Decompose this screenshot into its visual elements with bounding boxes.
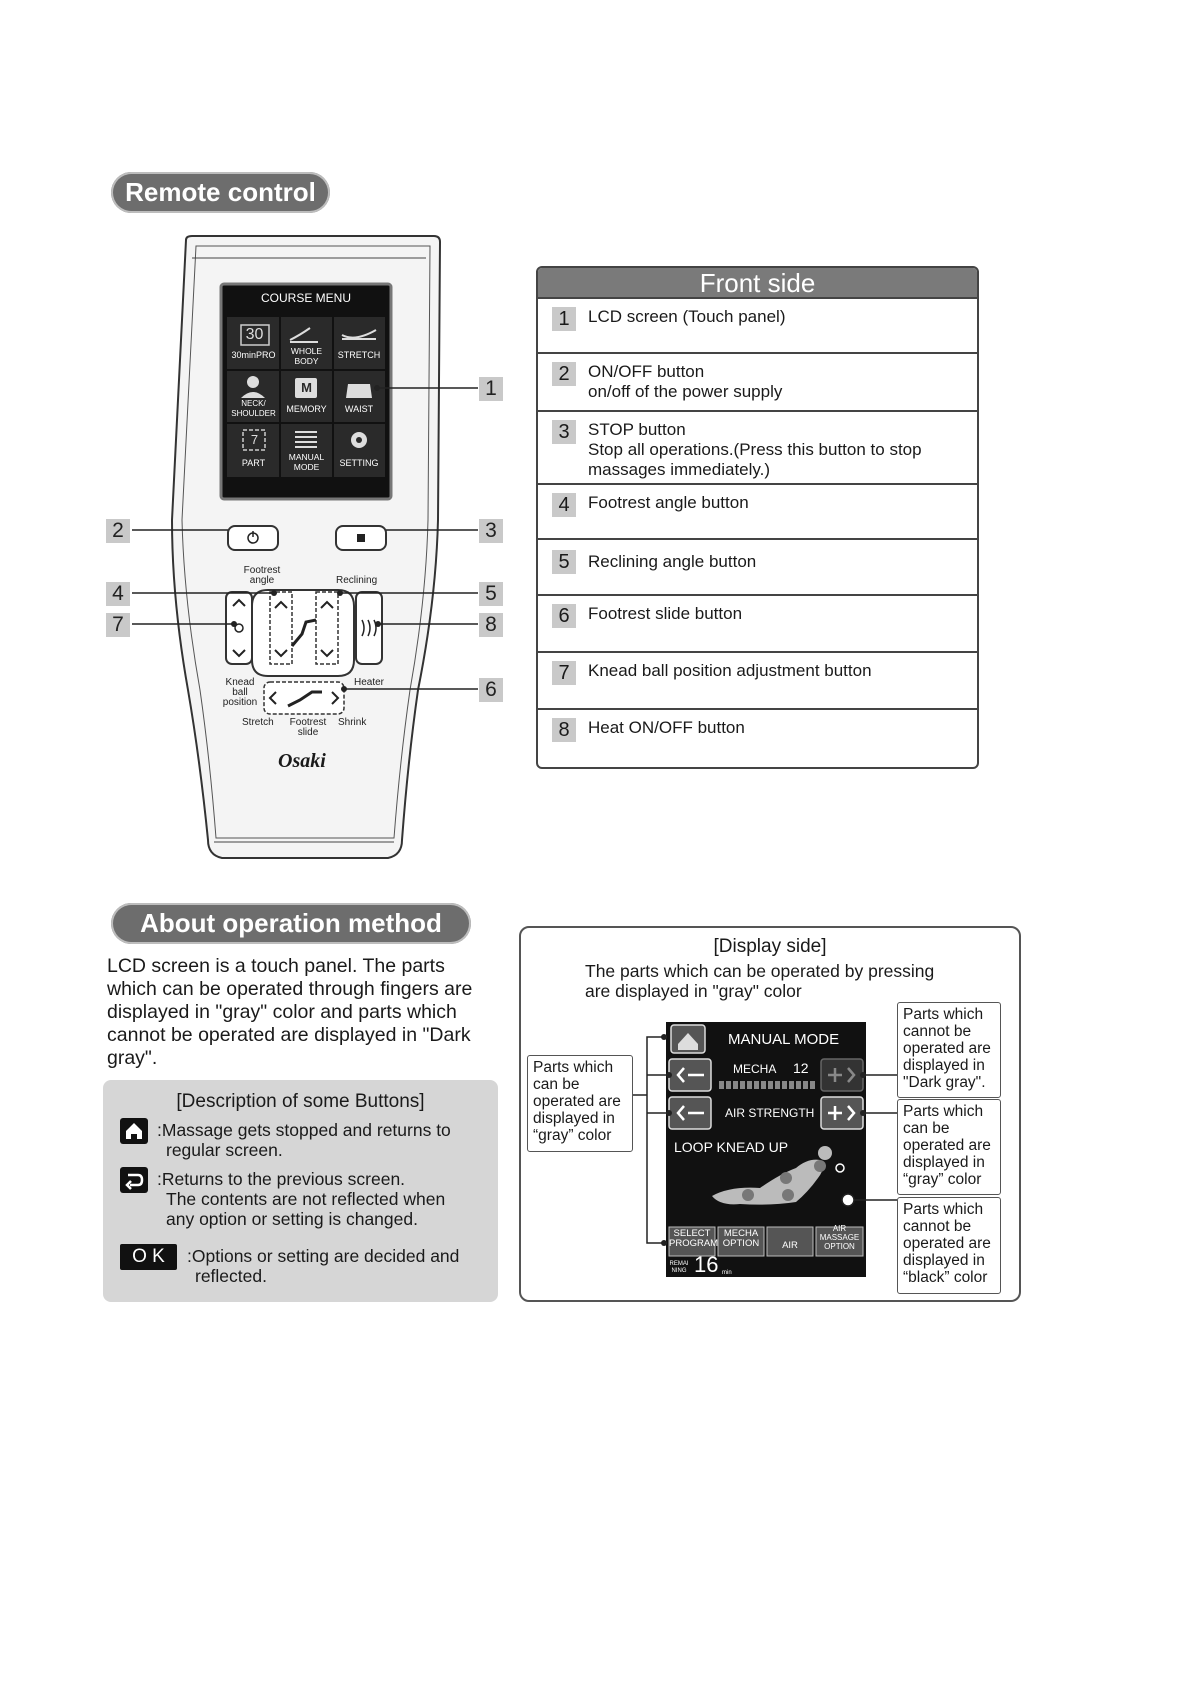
ok-desc-1: :Options or setting are decided and — [187, 1246, 460, 1266]
front-row-3: 3 STOP button Stop all operations.(Press… — [538, 410, 977, 483]
row-number: 7 — [552, 661, 576, 685]
callout-2: 2 — [106, 519, 130, 543]
note-right-dark-gray: Parts which cannot be operated are displ… — [897, 1002, 1001, 1098]
display-side-subtitle: The parts which can be operated by press… — [585, 961, 934, 1001]
lcd-mecha-label: MECHA — [733, 1062, 777, 1076]
note-right-black: Parts which cannot be operated are displ… — [897, 1197, 1001, 1294]
row-line: Stop all operations.(Press this button t… — [588, 440, 922, 459]
remote-illustration — [132, 235, 478, 859]
back-icon — [120, 1167, 148, 1193]
front-row-7: 7 Knead ball position adjustment button — [538, 651, 977, 708]
lcd-remaining-label: REMAI NING — [669, 1261, 689, 1274]
callout-8: 8 — [479, 613, 503, 637]
row-number: 4 — [552, 493, 576, 517]
row-text: Footrest angle button — [588, 493, 749, 512]
front-side-table: Front side 1 LCD screen (Touch panel) 2 … — [536, 266, 979, 769]
row-number: 2 — [552, 362, 576, 386]
ok-icon: O K — [120, 1244, 177, 1270]
callout-7: 7 — [106, 613, 130, 637]
lcd-tab-select-program[interactable]: SELECT PROGRAM — [669, 1228, 719, 1249]
lcd-item-stretch[interactable]: STRETCH — [337, 350, 381, 360]
lcd-mecha-value: 12 — [793, 1060, 809, 1076]
label-knead-ball-position: Knead ball position — [222, 677, 258, 708]
back-desc-1: :Returns to the previous screen. — [157, 1169, 406, 1189]
lcd-30-glyph: 30 — [245, 326, 264, 343]
lcd-course-menu-header: COURSE MENU — [260, 291, 351, 305]
callout-5: 5 — [479, 582, 503, 606]
lcd-tab-air-massage-option[interactable]: AIR MASSAGE OPTION — [819, 1224, 860, 1251]
operation-method-heading: About operation method — [111, 903, 471, 944]
display-side-box: [Display side] The parts which can be op… — [519, 926, 1021, 1302]
note-right-gray: Parts which can be operated are displaye… — [897, 1099, 1001, 1195]
back-desc-3: any option or setting is changed. — [166, 1209, 418, 1229]
front-row-8: 8 Heat ON/OFF button — [538, 708, 977, 767]
lcd-item-part[interactable]: PART — [241, 458, 266, 468]
row-line: massages immediately.) — [588, 460, 771, 479]
row-text: LCD screen (Touch panel) — [588, 307, 786, 326]
row-number: 8 — [552, 718, 576, 742]
back-desc-2: The contents are not reflected when — [166, 1189, 446, 1209]
display-side-title: [Display side] — [713, 936, 827, 957]
front-row-4: 4 Footrest angle button — [538, 483, 977, 538]
home-desc-1: :Massage gets stopped and returns to — [157, 1120, 451, 1140]
callout-6: 6 — [479, 678, 503, 702]
callout-4: 4 — [106, 582, 130, 606]
row-number: 1 — [552, 307, 576, 331]
lcd-tab-mecha-option[interactable]: MECHA OPTION — [722, 1228, 760, 1249]
lcd-tab-air[interactable]: AIR — [782, 1240, 798, 1251]
label-shrink: Shrink — [338, 717, 367, 728]
lcd-manual-mode-title: MANUAL MODE — [728, 1031, 840, 1048]
front-side-title: Front side — [538, 268, 977, 298]
callout-1: 1 — [479, 377, 503, 401]
row-number: 5 — [552, 550, 576, 574]
subtitle-line: The parts which can be operated by press… — [585, 961, 935, 981]
row-number: 6 — [552, 604, 576, 628]
note-left-operable: Parts which can be operated are displaye… — [527, 1055, 633, 1152]
lcd-air-strength-label: AIR STRENGTH — [725, 1106, 815, 1120]
row-number: 3 — [552, 420, 576, 444]
label-footrest-angle: Footrest angle — [243, 565, 281, 586]
front-row-6: 6 Footrest slide button — [538, 594, 977, 651]
ok-desc-2: reflected. — [195, 1266, 267, 1286]
home-icon — [120, 1118, 148, 1144]
lcd-item-memory[interactable]: MEMORY — [286, 404, 327, 414]
row-text: Reclining angle button — [588, 552, 757, 571]
lcd-item-whole-body[interactable]: WHOLE BODY — [290, 346, 323, 366]
label-footrest-slide: Footrest slide — [289, 717, 327, 738]
row-line: ON/OFF button — [588, 362, 705, 381]
label-heater: Heater — [354, 677, 385, 688]
callout-3: 3 — [479, 519, 503, 543]
lcd-item-manual-mode[interactable]: MANUAL MODE — [288, 452, 325, 472]
front-row-1: 1 LCD screen (Touch panel) — [538, 297, 977, 352]
lcd-remaining-value: 16 — [694, 1252, 719, 1277]
lcd-item-waist[interactable]: WAIST — [344, 404, 374, 414]
front-row-2: 2 ON/OFF button on/off of the power supp… — [538, 352, 977, 410]
about-paragraph: LCD screen is a touch panel. The parts w… — [107, 955, 473, 1069]
brand-logo: Osaki — [278, 750, 326, 772]
lcd-item-30minpro[interactable]: 30minPRO — [231, 350, 276, 360]
lcd-program-name: LOOP KNEAD UP — [674, 1139, 789, 1155]
row-text: STOP button Stop all operations.(Press t… — [588, 420, 922, 480]
lcd-item-setting[interactable]: SETTING — [339, 458, 379, 468]
row-text: Footrest slide button — [588, 604, 743, 623]
lcd-remaining-unit: min — [722, 1270, 732, 1276]
row-line: on/off of the power supply — [588, 382, 783, 401]
lcd-item-neck-shoulder[interactable]: NECK/ SHOULDER — [231, 399, 276, 418]
row-text: ON/OFF button on/off of the power supply — [588, 362, 782, 402]
label-reclining: Reclining — [336, 575, 378, 586]
row-text: Knead ball position adjustment button — [588, 661, 872, 680]
row-text: Heat ON/OFF button — [588, 718, 745, 737]
remote-control-heading: Remote control — [111, 172, 330, 213]
lcd-part-glyph: 7 — [250, 432, 259, 447]
button-description-box: [Description of some Buttons] :Massage g… — [103, 1080, 498, 1302]
home-desc-2: regular screen. — [166, 1140, 283, 1160]
front-row-5: 5 Reclining angle button — [538, 538, 977, 594]
row-line: STOP button — [588, 420, 686, 439]
lcd-memory-glyph: M — [301, 380, 312, 395]
subtitle-line: are displayed in "gray" color — [585, 981, 802, 1001]
label-stretch: Stretch — [242, 717, 274, 728]
desc-title: [Description of some Buttons] — [176, 1091, 425, 1112]
